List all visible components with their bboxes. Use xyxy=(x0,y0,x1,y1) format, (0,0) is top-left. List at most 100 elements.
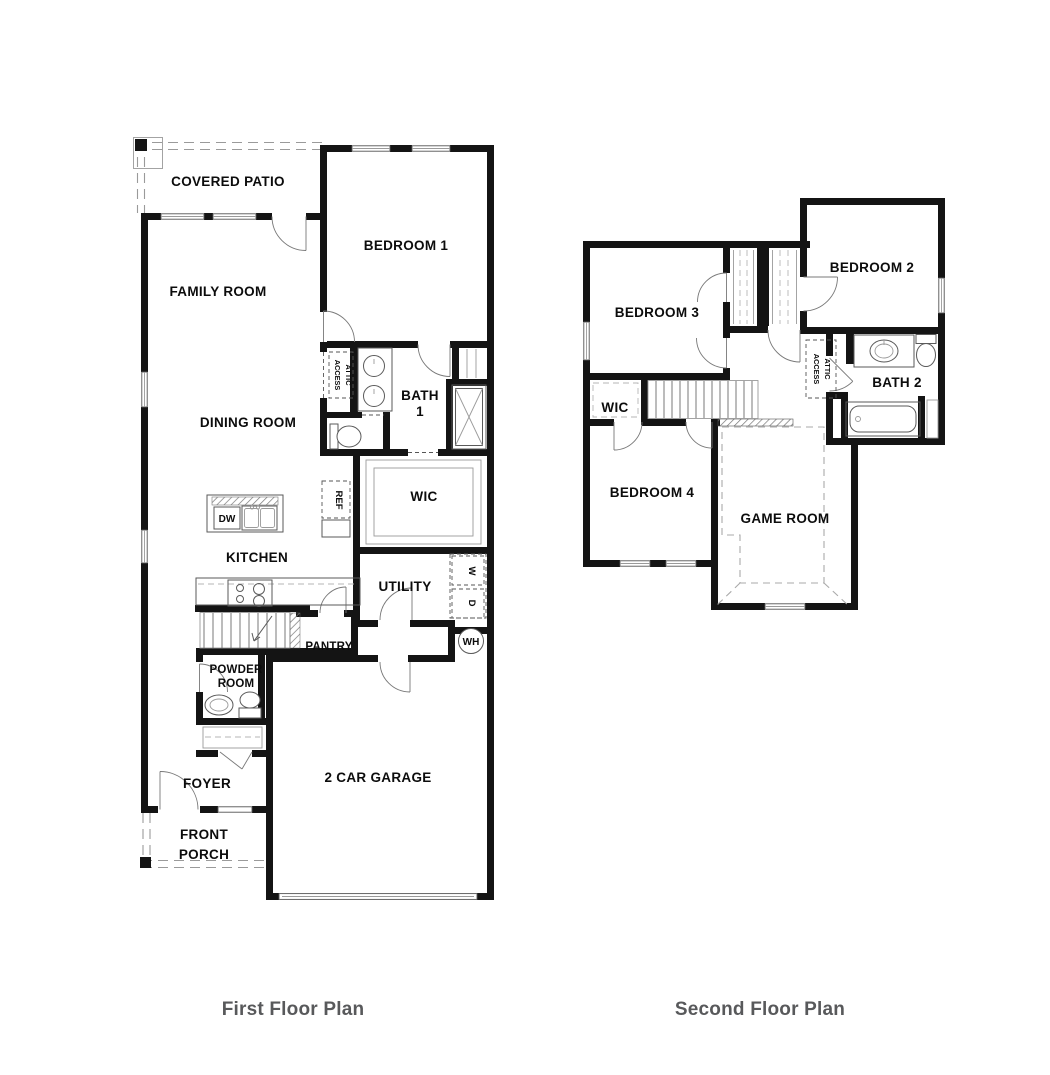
stairs-2f xyxy=(647,380,759,419)
powder-toilet-bowl xyxy=(239,691,261,709)
pantry-label: PANTRY xyxy=(305,641,352,653)
utility-label: UTILITY xyxy=(378,579,431,594)
powder-fixtures xyxy=(202,691,263,749)
first-floor-walls xyxy=(141,145,494,900)
wic-2f-label: WIC xyxy=(601,400,628,415)
kitchen-island xyxy=(206,494,284,533)
foyer-sidelight xyxy=(217,806,253,813)
bath1-sink-2 xyxy=(363,385,385,407)
wh-label: WH xyxy=(463,637,480,648)
attic-access-label: ACCESS xyxy=(333,360,342,391)
foyer-closet xyxy=(202,726,263,749)
stair-railing-hatch xyxy=(717,418,794,427)
bedroom1-label: BEDROOM 1 xyxy=(364,238,449,253)
second-floor-caption: Second Floor Plan xyxy=(675,999,845,1020)
wic-1f-label: WIC xyxy=(410,489,437,504)
garage-label: 2 CAR GARAGE xyxy=(324,770,431,785)
patio-door xyxy=(271,216,307,251)
family-room-label: FAMILY ROOM xyxy=(169,284,266,299)
bedroom2-label: BEDROOM 2 xyxy=(830,260,914,275)
game-room-ceiling xyxy=(715,426,850,607)
dryer-label: D xyxy=(466,600,477,607)
bedroom1-door xyxy=(323,310,355,343)
first-floor-doors xyxy=(159,216,451,810)
bath1-door xyxy=(417,344,451,377)
wic-2f-shelving xyxy=(592,382,639,418)
attic-access-2f: ATTIC ACCESS xyxy=(805,339,837,399)
bedroom3-door xyxy=(696,337,727,369)
pantry-hatch-wall xyxy=(289,612,301,649)
attic-access-label: ACCESS xyxy=(812,354,821,385)
toilet-bowl xyxy=(336,425,362,448)
bath1-sink-1 xyxy=(363,355,385,377)
refrigerator xyxy=(321,480,351,538)
ref-label: REF xyxy=(333,491,344,510)
stairs-1f xyxy=(199,612,301,649)
dw-label: DW xyxy=(219,514,236,525)
shower xyxy=(451,384,487,450)
second-floor-labels: BEDROOM 3 BEDROOM 2 BATH 2 WIC BEDROOM 4… xyxy=(601,260,921,526)
kitchen-sink xyxy=(241,505,278,531)
kitchen-label: KITCHEN xyxy=(226,550,288,565)
bar-counter xyxy=(211,496,279,506)
game-room-label: GAME ROOM xyxy=(741,511,830,526)
front-porch-label: FRONT xyxy=(180,827,228,842)
utility-fixtures: W D xyxy=(449,553,487,654)
bedroom3-label: BEDROOM 3 xyxy=(615,305,700,320)
second-floor-walls xyxy=(583,198,945,610)
attic-access-1f: ATTIC ACCESS xyxy=(328,351,354,399)
bathtub xyxy=(845,401,921,437)
pantry-door xyxy=(319,586,347,614)
garage-entry-door xyxy=(379,661,411,693)
bedroom-closets xyxy=(733,250,797,324)
bedroom4-label: BEDROOM 4 xyxy=(610,485,695,500)
patio-post xyxy=(135,139,147,151)
first-floor-windows xyxy=(141,145,478,900)
washer-box xyxy=(451,555,485,586)
porch-post xyxy=(140,857,151,868)
bath1-label: 1 xyxy=(416,404,424,419)
powder-sink xyxy=(204,694,234,716)
front-porch-label: PORCH xyxy=(179,847,229,862)
bath2-toilet-tank xyxy=(915,334,937,344)
bedroom3-closet-door xyxy=(697,272,727,303)
powder-toilet-tank xyxy=(238,707,262,719)
second-floor-doors xyxy=(613,272,854,451)
kitchen-counter xyxy=(195,577,361,607)
foyer-label: FOYER xyxy=(183,776,231,791)
bath2-door xyxy=(829,380,854,392)
front-door xyxy=(159,771,199,810)
bath2-linen xyxy=(926,399,939,439)
powder-room-label: POWDER xyxy=(210,664,263,676)
powder-room-label: ROOM xyxy=(218,678,255,690)
stair-arrow xyxy=(253,615,273,642)
wic-2f-door xyxy=(613,421,643,451)
utility-door xyxy=(379,587,413,621)
front-porch-outline xyxy=(140,813,268,869)
covered-patio-label: COVERED PATIO xyxy=(171,174,285,189)
second-floor-windows xyxy=(583,277,945,610)
attic-access-label: ATTIC xyxy=(344,365,353,387)
dishwasher xyxy=(213,506,241,530)
bath1-vanity xyxy=(357,347,393,412)
water-heater xyxy=(458,628,484,654)
covered-patio-outline xyxy=(133,137,322,213)
bedroom4-door xyxy=(685,421,713,449)
bath2-toilet-bowl xyxy=(916,343,936,367)
dining-room-label: DINING ROOM xyxy=(200,415,296,430)
first-floor-caption: First Floor Plan xyxy=(222,999,365,1020)
bath2-fixtures xyxy=(845,334,939,439)
washer-label: W xyxy=(466,567,477,576)
first-floor-plan: ATTIC ACCESS W D xyxy=(133,137,494,900)
powder-door xyxy=(199,663,228,693)
bath1-label: BATH xyxy=(401,388,439,403)
bath2-vanity xyxy=(853,334,915,368)
bath2-label: BATH 2 xyxy=(872,375,922,390)
wic-1f-shelving xyxy=(365,459,482,545)
attic-access-label: ATTIC xyxy=(823,359,832,381)
bath1-fixtures xyxy=(329,347,487,450)
stove xyxy=(227,579,273,607)
closet-door xyxy=(219,751,243,770)
